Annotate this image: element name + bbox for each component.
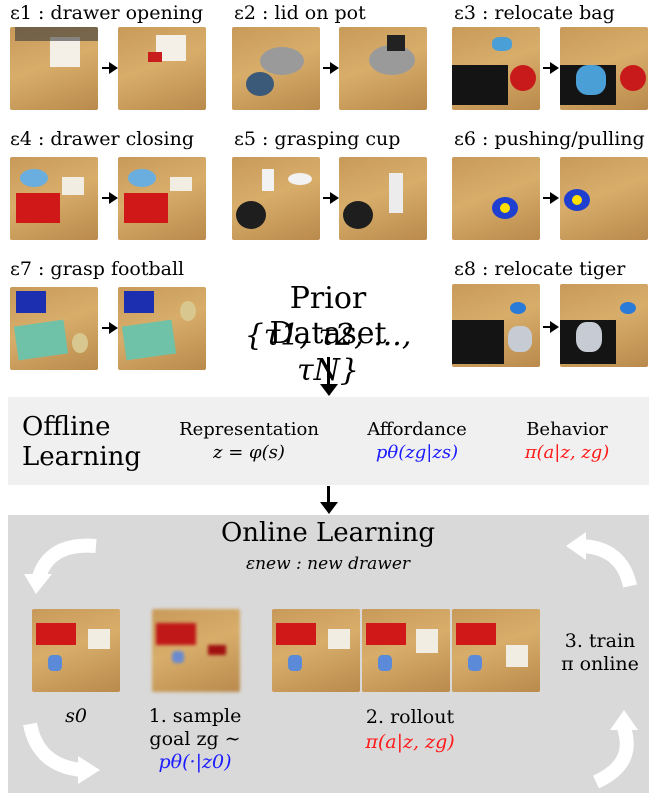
step3-line2: π online [561,653,639,675]
step2-line1: 2. rollout [365,706,455,728]
arrow-right-icon [543,192,559,204]
offline-title: Offline Learning [22,412,141,472]
affordance-block: Affordance pθ(zg|zs) [352,418,482,464]
task-label-1: ε1 : drawer opening [10,2,204,24]
step3-block: 3. train π online [548,630,652,676]
representation-formula: z = φ(s) [213,442,285,463]
step3-line1: 3. train [564,630,636,652]
offline-learning-panel [8,397,649,485]
task-1-before-image [10,27,98,110]
task-label-5: ε5 : grasping cup [234,128,401,150]
behavior-label: Behavior [526,419,608,440]
drawer-icon [50,37,80,67]
representation-block: Representation z = φ(s) [160,418,338,464]
task-8-after-image [560,284,648,367]
s0-image [32,609,120,692]
down-arrow-icon [327,486,330,506]
arrowhead-icon [320,384,338,396]
step1-block: 1. sample goal zg ∼ pθ(·|z0) [120,705,270,774]
task-4-before-image [10,157,98,240]
rollout-image-3 [452,609,540,692]
arrow-right-icon [543,62,559,74]
task-label-3: ε3 : relocate bag [454,2,615,24]
task-2-after-image [339,27,427,110]
task-label-8: ε8 : relocate tiger [454,258,626,280]
step1-line2: goal zg ∼ [149,728,241,750]
arrow-right-icon [543,321,559,333]
task-3-before-image [452,27,540,110]
task-label-4: ε4 : drawer closing [10,128,194,150]
task-6-before-image [452,157,540,240]
behavior-block: Behavior π(a|z, zg) [497,418,637,464]
step2-block: 2. rollout π(a|z, zg) [330,705,490,755]
offline-title-line1: Offline [22,412,111,442]
affordance-label: Affordance [367,419,467,440]
step1-line1: 1. sample [148,705,242,727]
affordance-formula: pθ(zg|zs) [375,442,459,463]
online-subtitle: εnew : new drawer [245,554,411,574]
task-5-after-image [339,157,427,240]
step2-formula: π(a|z, zg) [365,731,455,753]
task-5-before-image [232,157,320,240]
cycle-arrow-top-right-icon [566,532,637,588]
behavior-formula: π(a|z, zg) [524,442,610,463]
representation-label: Representation [179,419,319,440]
arrow-right-icon [102,62,118,74]
online-title: Online Learning [220,518,436,548]
task-3-after-image [560,27,648,110]
task-6-after-image [560,157,648,240]
arrow-right-icon [323,62,339,74]
task-label-2: ε2 : lid on pot [234,2,366,24]
task-label-6: ε6 : pushing/pulling [454,128,645,150]
task-1-after-image [118,27,206,110]
arrowhead-icon [320,502,338,514]
sampled-goal-image [152,609,240,692]
down-arrow-icon [327,357,330,387]
arrow-right-icon [323,192,339,204]
cycle-arrow-bottom-right-icon [592,710,638,788]
step1-formula: pθ(·|z0) [158,751,232,773]
task-7-after-image [118,287,206,370]
rollout-image-1 [272,609,360,692]
prior-dataset-title: Prior Dataset [269,281,387,351]
task-2-before-image [232,27,320,110]
task-4-after-image [118,157,206,240]
task-8-before-image [452,284,540,367]
s0-label: s0 [65,705,87,727]
rollout-image-2 [362,609,450,692]
cycle-arrow-top-left-icon [24,538,97,594]
offline-title-line2: Learning [22,442,142,472]
cycle-arrow-bottom-left-icon [23,722,100,784]
arrow-right-icon [102,322,118,334]
arrow-right-icon [102,192,118,204]
task-7-before-image [10,287,98,370]
task-label-7: ε7 : grasp football [10,258,185,280]
